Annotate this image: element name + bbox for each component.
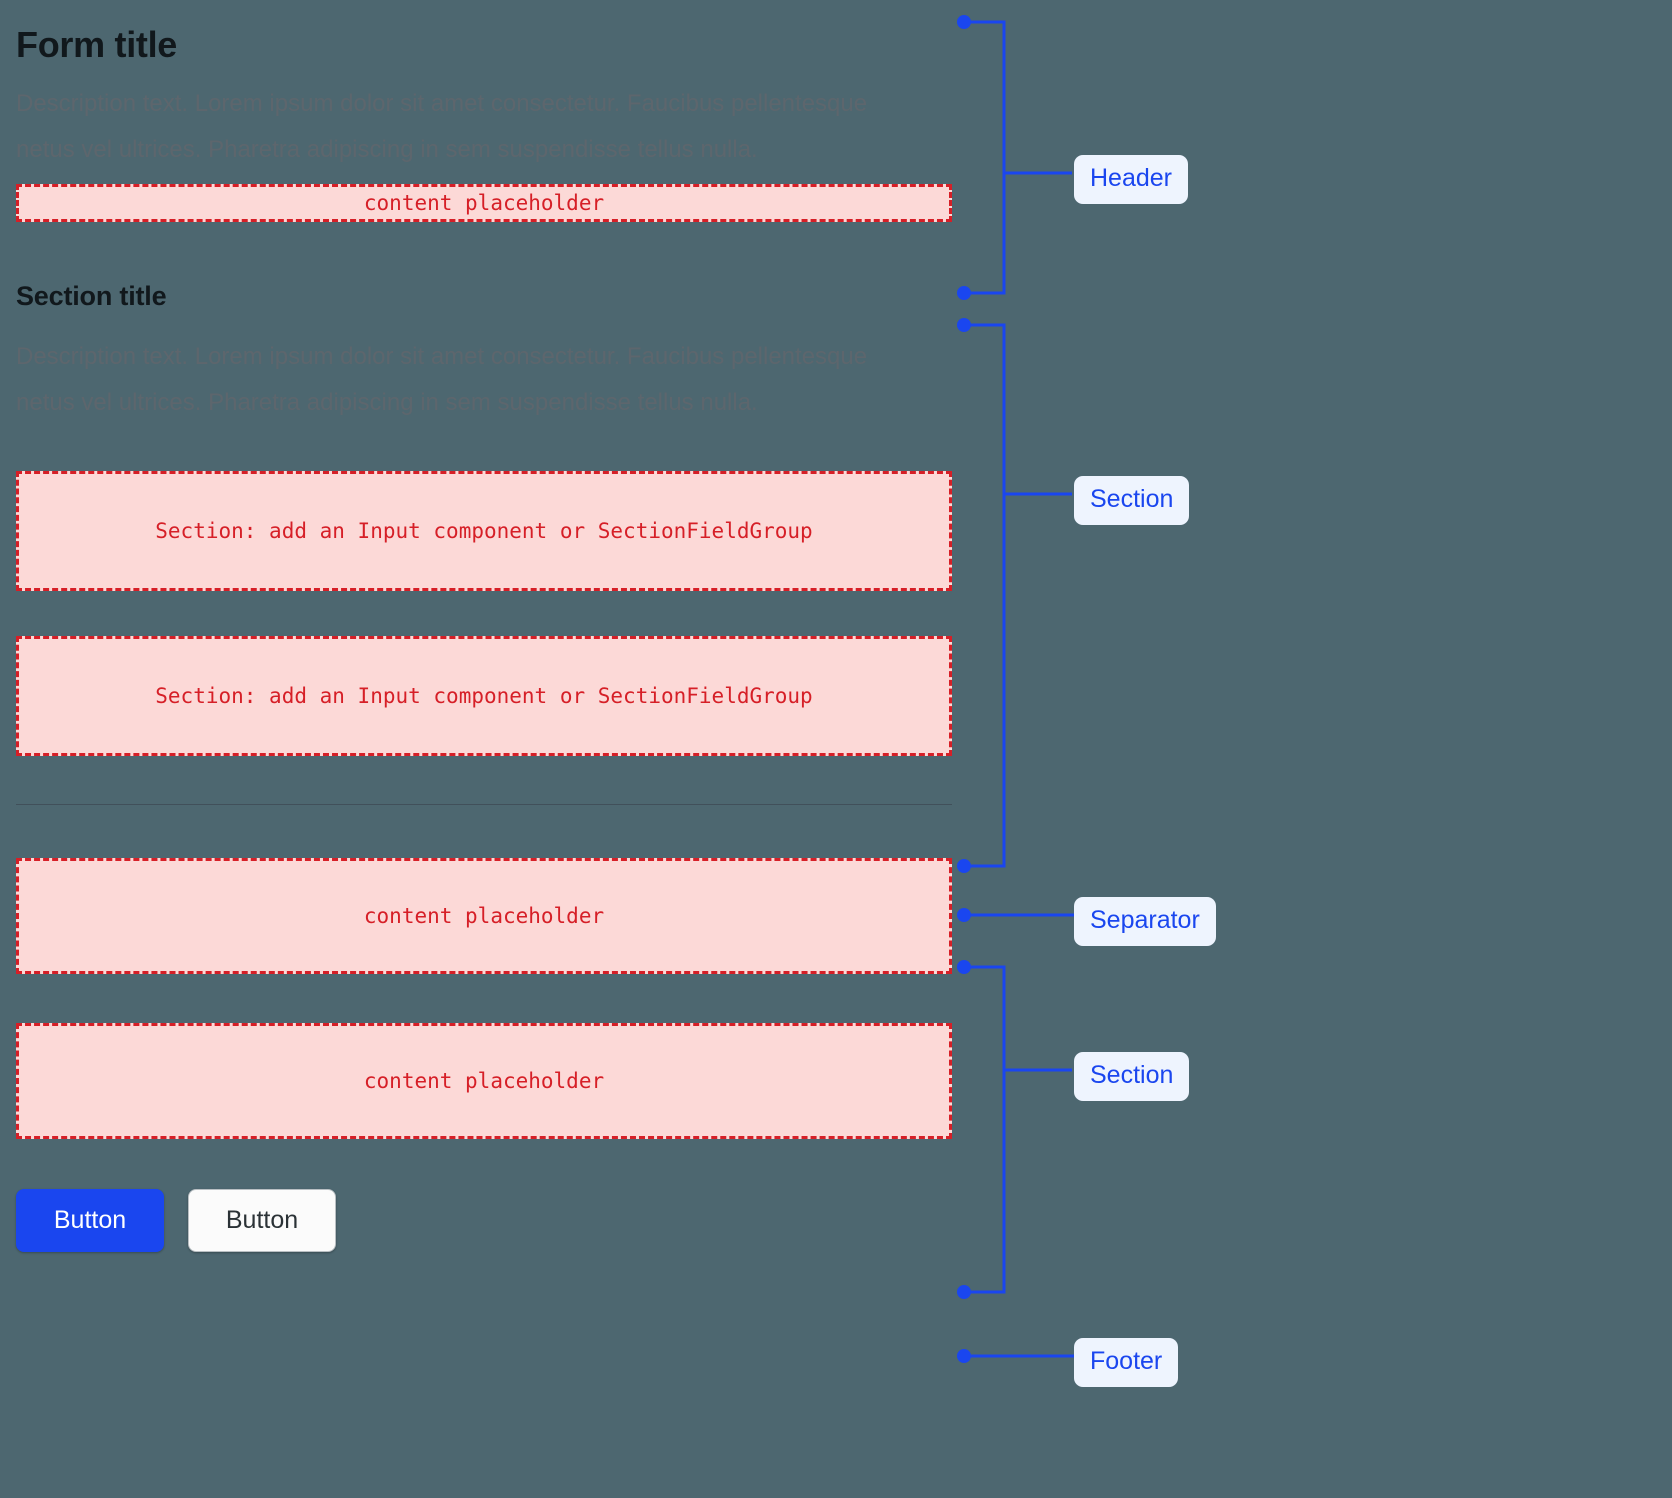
section-title: Section title [16,281,167,312]
annotation-bracket-header [957,15,1072,300]
section-two-content-placeholder-2-label: content placeholder [363,1069,605,1094]
primary-button[interactable]: Button [16,1189,164,1253]
section-two-content-placeholder-1: content placeholder [16,858,952,975]
header-content-placeholder-label: content placeholder [363,191,605,216]
page-title: Form title [16,24,178,65]
section-description: Description text. Lorem ipsum dolor sit … [16,342,868,416]
annotation-label-section-two[interactable]: Section [1074,1052,1190,1101]
annotation-point-footer [957,1349,1076,1363]
header-description: Description text. Lorem ipsum dolor sit … [16,90,868,163]
annotation-bracket-section-one [957,318,1072,873]
header-content-placeholder: content placeholder [16,184,952,223]
annotation-label-footer[interactable]: Footer [1074,1338,1179,1387]
secondary-button[interactable]: Button [188,1189,336,1253]
separator [16,804,952,806]
form-section-one: Section title Description text. Lorem ip… [16,280,952,757]
section-two-content-placeholder-1-label: content placeholder [363,904,605,929]
annotation-point-separator [957,908,1076,922]
form-header: Form title Description text. Lorem ipsum… [16,22,952,223]
section-two-content-placeholder-2: content placeholder [16,1023,952,1140]
form-section-two: content placeholder content placeholder [16,858,952,1140]
annotation-label-section-one[interactable]: Section [1074,476,1190,525]
form-footer: Button Button [16,1189,952,1253]
section-field-placeholder-2: Section: add an Input component or Secti… [16,636,952,757]
section-field-placeholder-1: Section: add an Input component or Secti… [16,471,952,592]
annotation-label-separator[interactable]: Separator [1074,897,1216,946]
form-container: Form title Description text. Lorem ipsum… [16,0,952,1253]
annotation-bracket-section-two [957,960,1072,1299]
section-field-placeholder-2-label: Section: add an Input component or Secti… [155,684,813,709]
annotation-label-header[interactable]: Header [1074,155,1188,204]
section-field-placeholder-1-label: Section: add an Input component or Secti… [155,519,813,544]
